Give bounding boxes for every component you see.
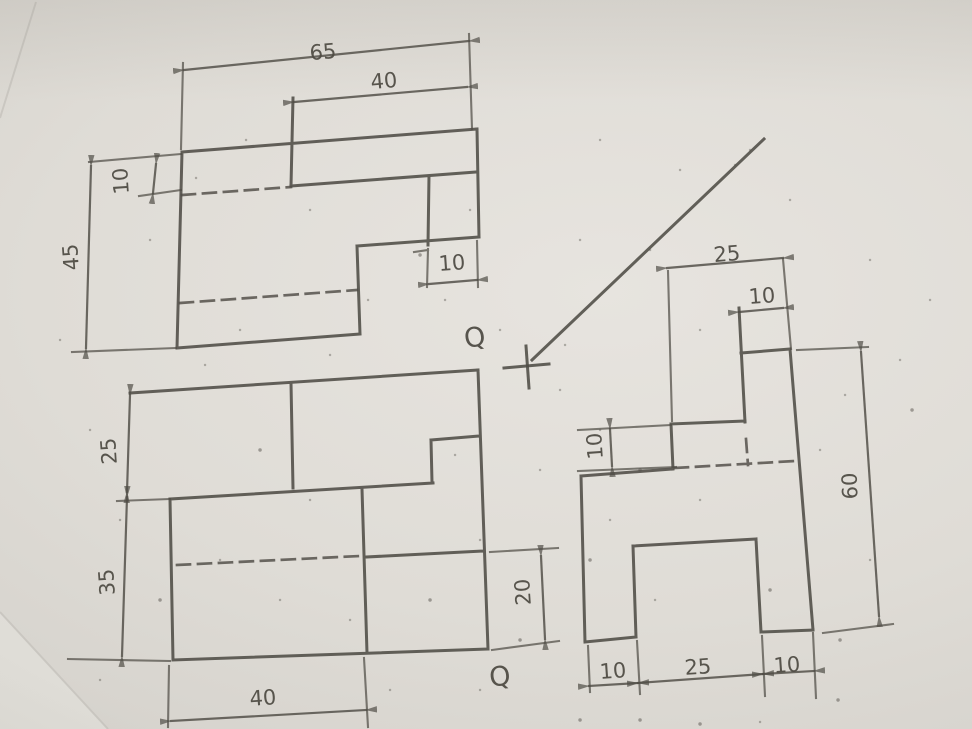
front-view-outline: [128, 368, 490, 662]
side-view-hidden-lines: [673, 437, 797, 470]
dim-line-front-40: [159, 706, 378, 725]
dim-line-front-35: [118, 485, 131, 668]
crease-line-bottom-left: [0, 611, 109, 729]
dim-line-side-10-left: [606, 417, 616, 478]
speckle-dots-large: [158, 253, 914, 726]
speckle-dots-small: [58, 138, 932, 724]
dim-label-side-bottom-left: 10: [599, 658, 627, 684]
dim-label-front-upper-height: 25: [96, 437, 122, 465]
dim-line-top-45: [82, 154, 95, 360]
dim-line-side-25-top: [655, 253, 795, 273]
dim-label-side-bottom-right: 10: [773, 652, 801, 678]
front-view-hidden-line: [175, 554, 362, 567]
dim-label-side-tower-width: 10: [748, 283, 776, 309]
label-q-lower: Q: [488, 660, 512, 693]
dim-label-top-overall-depth: 45: [58, 243, 84, 271]
dim-label-top-step-width: 10: [438, 250, 466, 276]
mitre-construction: Q Q: [462, 136, 767, 694]
dim-label-side-height: 60: [838, 472, 863, 500]
dim-line-side-10-bottom-left: [577, 679, 650, 690]
dim-label-side-left-step: 10: [582, 432, 608, 460]
front-view: 25 35 40 20: [66, 368, 561, 729]
top-view-hidden-lines: [178, 185, 359, 305]
paper-creases: [0, 1, 109, 729]
dim-line-top-65: [172, 36, 481, 75]
dim-label-front-step-height: 20: [510, 578, 536, 606]
dim-label-top-near-depth: 10: [108, 167, 134, 195]
dim-line-front-20: [537, 544, 549, 651]
dim-line-top-10-right: [417, 275, 489, 289]
dim-line-front-25: [123, 383, 134, 504]
dim-label-side-upper-width: 25: [713, 241, 742, 267]
dim-line-top-10-left: [148, 152, 161, 205]
mitre-45-line: [529, 136, 767, 363]
label-q-upper: Q: [462, 321, 488, 355]
top-view-outline: [175, 96, 481, 350]
crease-line-top-left: [0, 1, 37, 119]
dim-label-front-lower-height: 35: [94, 568, 120, 596]
side-view-outline: [579, 306, 815, 644]
dim-line-side-25-bottom: [626, 670, 775, 687]
mitre-cross-vertical: [524, 344, 531, 390]
dim-line-side-10-bottom-right: [751, 667, 826, 678]
dim-label-top-overall-width: 65: [309, 39, 338, 65]
dim-line-top-40: [282, 82, 479, 107]
dim-label-front-bottom-width: 40: [249, 685, 277, 711]
side-view: 25 10 10 60 10 25 10: [576, 241, 895, 700]
top-view: 65 40 10 45 10: [58, 32, 489, 360]
dim-label-side-bottom-middle: 25: [684, 654, 712, 680]
dim-line-side-60: [857, 340, 883, 628]
photocopy-speckles: [58, 138, 932, 726]
dim-label-top-right-width: 40: [370, 68, 399, 94]
dim-line-side-10-top: [727, 303, 795, 317]
